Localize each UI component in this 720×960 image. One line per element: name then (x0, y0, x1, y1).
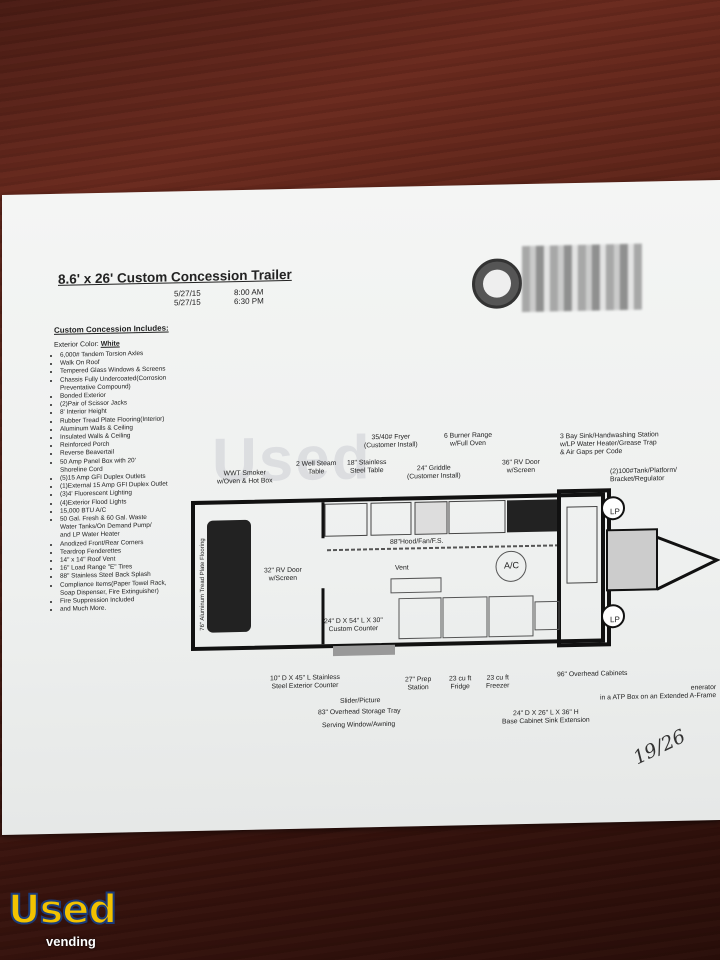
three-bay-sink (566, 506, 598, 584)
stainless-table (370, 501, 412, 536)
redacted-company-name (522, 243, 642, 313)
lp-tank-1 (601, 496, 625, 521)
steam-table (324, 502, 368, 537)
trailer-outline (191, 492, 605, 652)
label-generator: enerator in a ATP Box on an Extended A-F… (600, 684, 717, 702)
label-lp-1: LP (610, 507, 620, 517)
generator-box (606, 528, 658, 592)
brand-used-text: Used (7, 887, 118, 933)
vent (390, 577, 442, 594)
feature-list: 6,000# Tandem Torsion AxlesWalk On RoofT… (46, 349, 210, 615)
label-base-cabinet: 24" D X 26" L X 36" H Base Cabinet Sink … (502, 708, 590, 726)
label-overhead-cabinets: 96" Overhead Cabinets (557, 669, 628, 679)
label-storage-tray: 83" Overhead Storage Tray (318, 707, 401, 717)
label-prep-station: 27" Prep Station (405, 676, 432, 692)
prep-station (398, 597, 442, 640)
label-burner: 6 Burner Range w/Full Oven (444, 431, 492, 448)
smoker-unit (207, 519, 251, 633)
freezer (488, 595, 534, 638)
label-lp-2: LP (610, 615, 620, 625)
label-sink: 3 Bay Sink/Handwashing Station w/LP Wate… (560, 431, 659, 457)
document-title: 8.6' x 26' Custom Concession Trailer (58, 266, 292, 287)
label-custom-counter: 24" D X 54" L X 30" Custom Counter (324, 617, 383, 634)
label-exterior-counter: 10" D X 45" L Stainless Steel Exterior C… (270, 673, 340, 691)
label-hood: 88"Hood/Fan/F.S. (390, 537, 444, 546)
includes-heading: Custom Concession Includes: (54, 323, 169, 335)
label-steam-table: 2 Well Steam Table (296, 459, 337, 476)
fryer (414, 501, 448, 535)
spec-sheet: 8.6' x 26' Custom Concession Trailer 5/2… (2, 179, 720, 836)
exterior-color-line: Exterior Color: White (54, 341, 120, 349)
sink-extension (534, 600, 560, 631)
label-serving-window: Serving Window/Awning (322, 720, 396, 730)
label-rv-door-32: 32" RV Door w/Screen (264, 566, 302, 583)
lp-tank-2 (601, 604, 625, 629)
fridge (442, 596, 488, 639)
hood-line (327, 544, 557, 552)
exterior-color-label: Exterior Color: (54, 340, 99, 349)
label-stainless-table: 18" Stainless Steel Table (347, 458, 387, 475)
griddle (448, 499, 506, 535)
label-slider: Slider/Picture (340, 697, 381, 705)
date-2: 5/27/15 (174, 297, 201, 308)
label-ac: A/C (504, 560, 520, 571)
company-logo-globe-icon (472, 258, 522, 310)
label-rv-door-36: 36" RV Door w/Screen (502, 458, 540, 475)
ac-unit (495, 550, 527, 582)
label-fridge: 23 cu ft Fridge (449, 675, 472, 691)
time-2: 6:30 PM (234, 296, 264, 307)
floor-plan (191, 488, 720, 657)
exterior-color-value: White (100, 340, 120, 348)
burner-range (507, 499, 557, 533)
label-griddle: 24" Griddle (Customer Install) (407, 464, 461, 481)
label-smoker: WWT Smoker w/Oven & Hot Box (217, 469, 273, 486)
handwritten-note: 19/26 (629, 725, 689, 770)
label-vent: Vent (395, 564, 409, 572)
label-freezer: 23 cu ft Freezer (486, 674, 510, 690)
used-vending-logo: Used vending (7, 887, 118, 949)
label-fryer: 35/40# Fryer (Customer Install) (364, 433, 418, 450)
exterior-counter (333, 644, 395, 657)
a-frame-hitch (656, 535, 720, 591)
label-floor: 76" Aluminum Tread Plate Flooring (200, 538, 206, 631)
brand-vending-text: vending (46, 934, 96, 949)
